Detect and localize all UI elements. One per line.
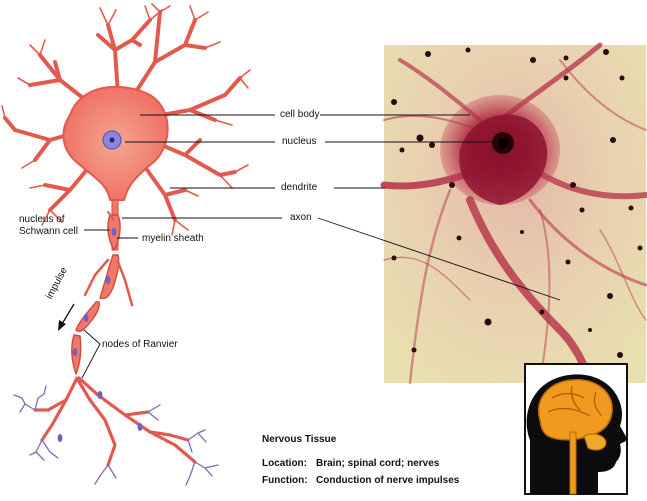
info-title: Nervous Tissue	[262, 434, 337, 445]
axon-terminals	[33, 376, 197, 467]
cerebellum-shape	[583, 433, 607, 451]
micrograph-photo	[380, 42, 647, 387]
label-schwann-line1: nucleus of	[19, 214, 65, 225]
label-cell-body: cell body	[280, 109, 320, 120]
label-dendrite: dendrite	[281, 182, 318, 193]
schwann-nuclei	[57, 228, 143, 442]
info-function-label: Function:	[262, 475, 308, 486]
label-nucleus: nucleus	[282, 136, 317, 147]
info-function-value: Conduction of nerve impulses	[316, 475, 460, 486]
impulse-arrow	[58, 303, 75, 331]
leader-lines	[81, 114, 561, 379]
spinal-cord-shape	[569, 431, 577, 495]
info-location-label: Location:	[262, 458, 307, 469]
info-location-value: Brain; spinal cord; nerves	[316, 458, 440, 469]
dendrite-fine	[1, 3, 251, 236]
brain-inset	[524, 363, 628, 495]
label-axon: axon	[290, 212, 312, 223]
label-nodes-of-ranvier: nodes of Ranvier	[102, 339, 178, 350]
terminal-fine	[13, 385, 219, 486]
neuron-illustration	[1, 3, 251, 486]
label-schwann-line2: Schwann cell	[19, 226, 78, 237]
label-myelin-sheath: myelin sheath	[142, 233, 204, 244]
